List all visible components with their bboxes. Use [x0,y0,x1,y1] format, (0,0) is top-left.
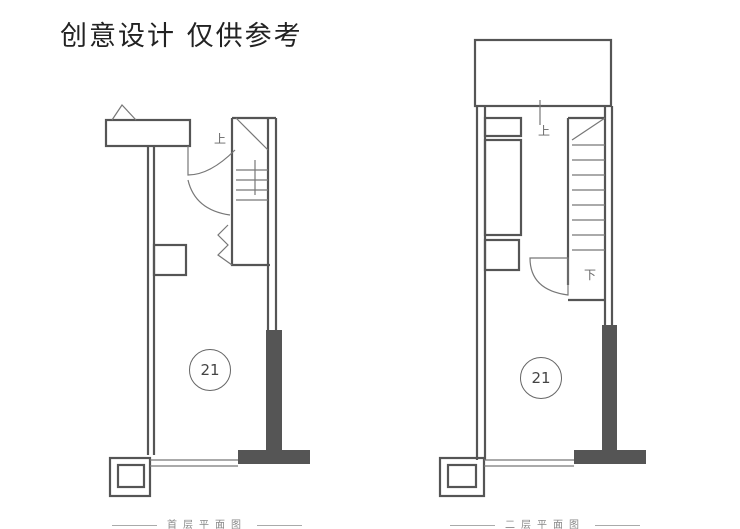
ground-floor-caption: 首层平面图 [102,516,312,529]
second-floor-caption: 二层平面图 [440,516,650,529]
page-title: 创意设计 仅供参考 [60,21,303,52]
second-down-label: 下 [584,268,597,282]
ground-floor-plan [104,104,310,498]
second-unit-number: 21 [520,357,562,399]
second-up-label: 上 [538,124,551,138]
ground-unit-number: 21 [189,349,231,391]
second-floor-plan [438,38,646,498]
ground-up-label: 上 [214,132,227,146]
